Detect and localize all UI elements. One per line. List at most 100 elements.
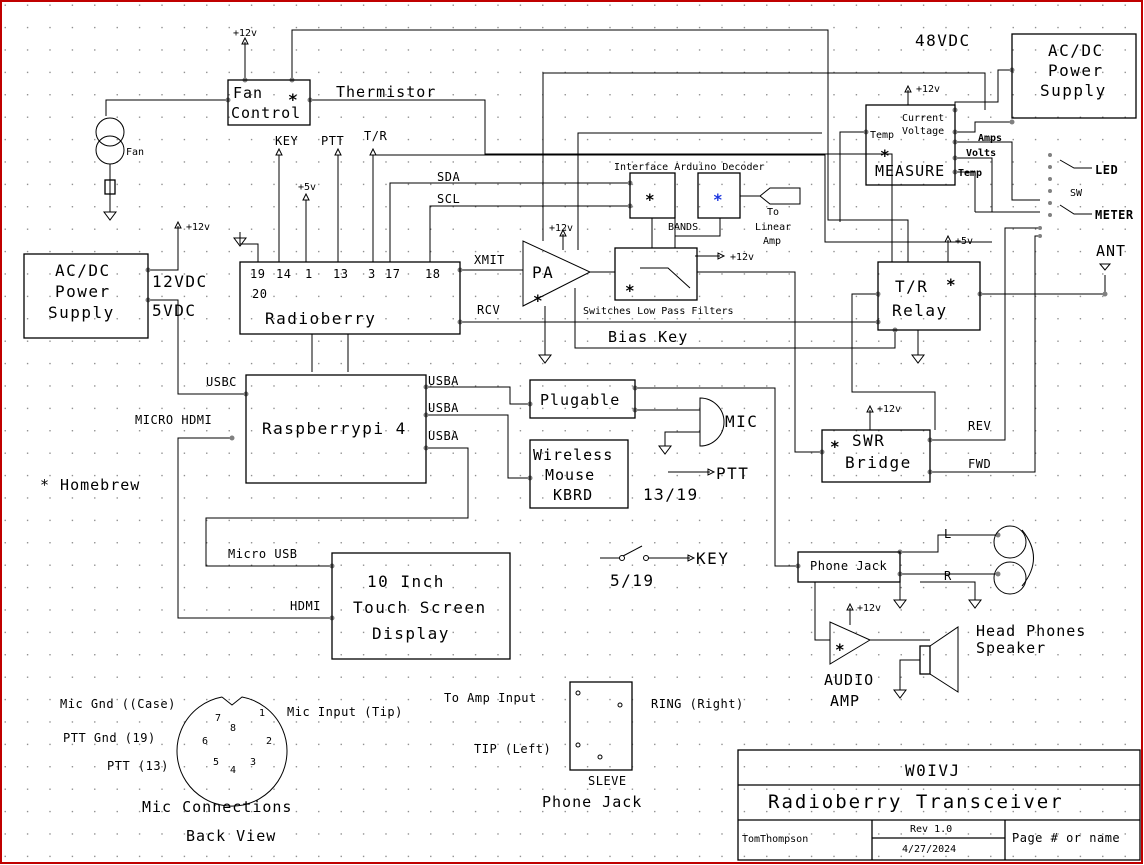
svg-text:TIP (Left): TIP (Left) bbox=[474, 742, 551, 756]
svg-text:6: 6 bbox=[202, 736, 208, 747]
svg-text:SLEVE: SLEVE bbox=[588, 774, 627, 788]
key-switch: KEY 5/19 bbox=[610, 545, 729, 590]
phone-jack-block: Phone Jack L R bbox=[797, 527, 952, 583]
display-block: 10 Inch Touch Screen Display Micro USB H… bbox=[228, 547, 511, 660]
page-name: Page # or name bbox=[1012, 831, 1120, 845]
svg-text:8: 8 bbox=[230, 723, 236, 734]
svg-text:XMIT: XMIT bbox=[474, 253, 505, 267]
svg-text:Volts: Volts bbox=[966, 148, 996, 159]
svg-text:PTT Gnd (19): PTT Gnd (19) bbox=[63, 731, 156, 745]
svg-text:1: 1 bbox=[259, 708, 265, 719]
svg-text:Relay: Relay bbox=[892, 301, 948, 320]
thermistor-label: Thermistor bbox=[336, 83, 436, 101]
ac-dc-supply-right: AC/DC Power Supply bbox=[1011, 33, 1137, 119]
svg-text:5/19: 5/19 bbox=[610, 571, 655, 590]
svg-text:5: 5 bbox=[213, 757, 219, 768]
svg-text:T/R: T/R bbox=[364, 129, 387, 143]
svg-text:SDA: SDA bbox=[437, 170, 460, 184]
svg-text:Amp: Amp bbox=[763, 236, 781, 247]
12vdc-label: 12VDC bbox=[152, 272, 208, 291]
svg-text:METER: METER bbox=[1095, 208, 1134, 222]
svg-text:Back View: Back View bbox=[186, 827, 276, 845]
lpf-block: * Switches Low Pass Filters +12v bbox=[583, 247, 754, 317]
fan-control-block: Fan Control * bbox=[227, 79, 311, 126]
svg-text:Plugable: Plugable bbox=[540, 391, 620, 409]
svg-text:+5v: +5v bbox=[955, 236, 973, 247]
svg-text:+12v: +12v bbox=[549, 223, 573, 234]
svg-text:REV: REV bbox=[968, 419, 991, 433]
5vdc-label: 5VDC bbox=[152, 301, 197, 320]
homebrew-note: * Homebrew bbox=[40, 476, 140, 494]
svg-text:Mouse: Mouse bbox=[545, 466, 595, 484]
svg-text:*: * bbox=[713, 190, 724, 209]
svg-text:BANDS: BANDS bbox=[668, 222, 698, 233]
svg-text:18: 18 bbox=[425, 267, 440, 281]
svg-text:Bias Key: Bias Key bbox=[608, 328, 688, 346]
ptt-pins-label: 13/19 bbox=[643, 485, 699, 504]
svg-text:To: To bbox=[767, 207, 779, 218]
svg-text:Supply: Supply bbox=[48, 303, 115, 322]
svg-text:MICRO HDMI: MICRO HDMI bbox=[135, 413, 212, 427]
svg-text:HDMI: HDMI bbox=[290, 599, 321, 613]
svg-text:Phone Jack: Phone Jack bbox=[542, 793, 642, 811]
mic-connector: 1 2 3 4 5 6 7 8 Mic Gnd ((Case) Mic Inpu… bbox=[60, 696, 403, 845]
swr-bridge-block: * SWR Bridge +12v REV FWD bbox=[821, 404, 991, 483]
svg-text:KEY: KEY bbox=[275, 134, 298, 148]
svg-text:AMP: AMP bbox=[830, 692, 860, 710]
homebrew-star: * bbox=[288, 90, 299, 109]
svg-text:*: * bbox=[946, 275, 957, 294]
svg-text:Current: Current bbox=[902, 113, 944, 124]
svg-text:USBA: USBA bbox=[428, 374, 459, 388]
svg-text:7: 7 bbox=[215, 713, 221, 724]
svg-text:+5v: +5v bbox=[298, 182, 316, 193]
svg-text:Control: Control bbox=[231, 104, 301, 122]
radioberry-signal-labels: KEY PTT T/R +5v +12v +12v SDA SCL XMIT R… bbox=[186, 28, 688, 346]
svg-text:13: 13 bbox=[333, 267, 348, 281]
svg-text:SCL: SCL bbox=[437, 192, 460, 206]
svg-text:Head Phones: Head Phones bbox=[976, 622, 1086, 640]
svg-text:Voltage: Voltage bbox=[902, 126, 944, 137]
svg-text:MEASURE: MEASURE bbox=[875, 162, 945, 180]
svg-text:Mic Input (Tip): Mic Input (Tip) bbox=[287, 705, 403, 719]
rev-date: 4/27/2024 bbox=[902, 844, 956, 855]
fan-symbol: Fan bbox=[95, 117, 144, 195]
interface-arduino: Interface Arduino Decoder * * To Linear … bbox=[614, 162, 801, 247]
ptt-output-label: PTT bbox=[716, 464, 749, 483]
svg-text:+12v: +12v bbox=[186, 222, 210, 233]
svg-text:+12v: +12v bbox=[730, 252, 754, 263]
svg-text:1: 1 bbox=[305, 267, 313, 281]
svg-text:Supply: Supply bbox=[1040, 81, 1107, 100]
ac-dc-supply-left: AC/DC Power Supply 12VDC 5VDC bbox=[23, 253, 208, 339]
svg-text:*: * bbox=[835, 640, 846, 659]
svg-text:Fan: Fan bbox=[126, 147, 144, 158]
svg-text:L: L bbox=[944, 527, 952, 541]
power-arrows bbox=[174, 36, 1112, 611]
svg-text:Mic Gnd ((Case): Mic Gnd ((Case) bbox=[60, 697, 176, 711]
svg-text:Raspberrypi 4: Raspberrypi 4 bbox=[262, 419, 407, 438]
svg-text:Radioberry: Radioberry bbox=[265, 309, 376, 328]
svg-text:Temp: Temp bbox=[958, 168, 982, 179]
author: TomThompson bbox=[742, 834, 808, 845]
svg-text:Speaker: Speaker bbox=[976, 639, 1046, 657]
svg-text:Temp: Temp bbox=[870, 130, 894, 141]
callsign: W0IVJ bbox=[905, 761, 961, 780]
svg-text:3: 3 bbox=[368, 267, 376, 281]
measure-block: Current Voltage Temp * MEASURE Amps Volt… bbox=[865, 84, 1002, 186]
svg-text:Mic Connections: Mic Connections bbox=[142, 798, 292, 816]
svg-text:AC/DC: AC/DC bbox=[55, 261, 111, 280]
svg-text:14: 14 bbox=[276, 267, 291, 281]
svg-text:+12v: +12v bbox=[857, 603, 881, 614]
svg-text:Display: Display bbox=[372, 624, 450, 643]
svg-text:USBA: USBA bbox=[428, 429, 459, 443]
svg-text:SW: SW bbox=[1070, 188, 1083, 199]
svg-text:Amps: Amps bbox=[978, 133, 1002, 144]
headphones-symbol: Head Phones Speaker bbox=[976, 525, 1086, 657]
svg-text:T/R: T/R bbox=[895, 277, 928, 296]
svg-text:Power: Power bbox=[1048, 61, 1104, 80]
svg-text:KEY: KEY bbox=[696, 549, 729, 568]
svg-text:*: * bbox=[625, 281, 636, 300]
svg-text:Power: Power bbox=[55, 282, 111, 301]
revision: Rev 1.0 bbox=[910, 824, 952, 835]
